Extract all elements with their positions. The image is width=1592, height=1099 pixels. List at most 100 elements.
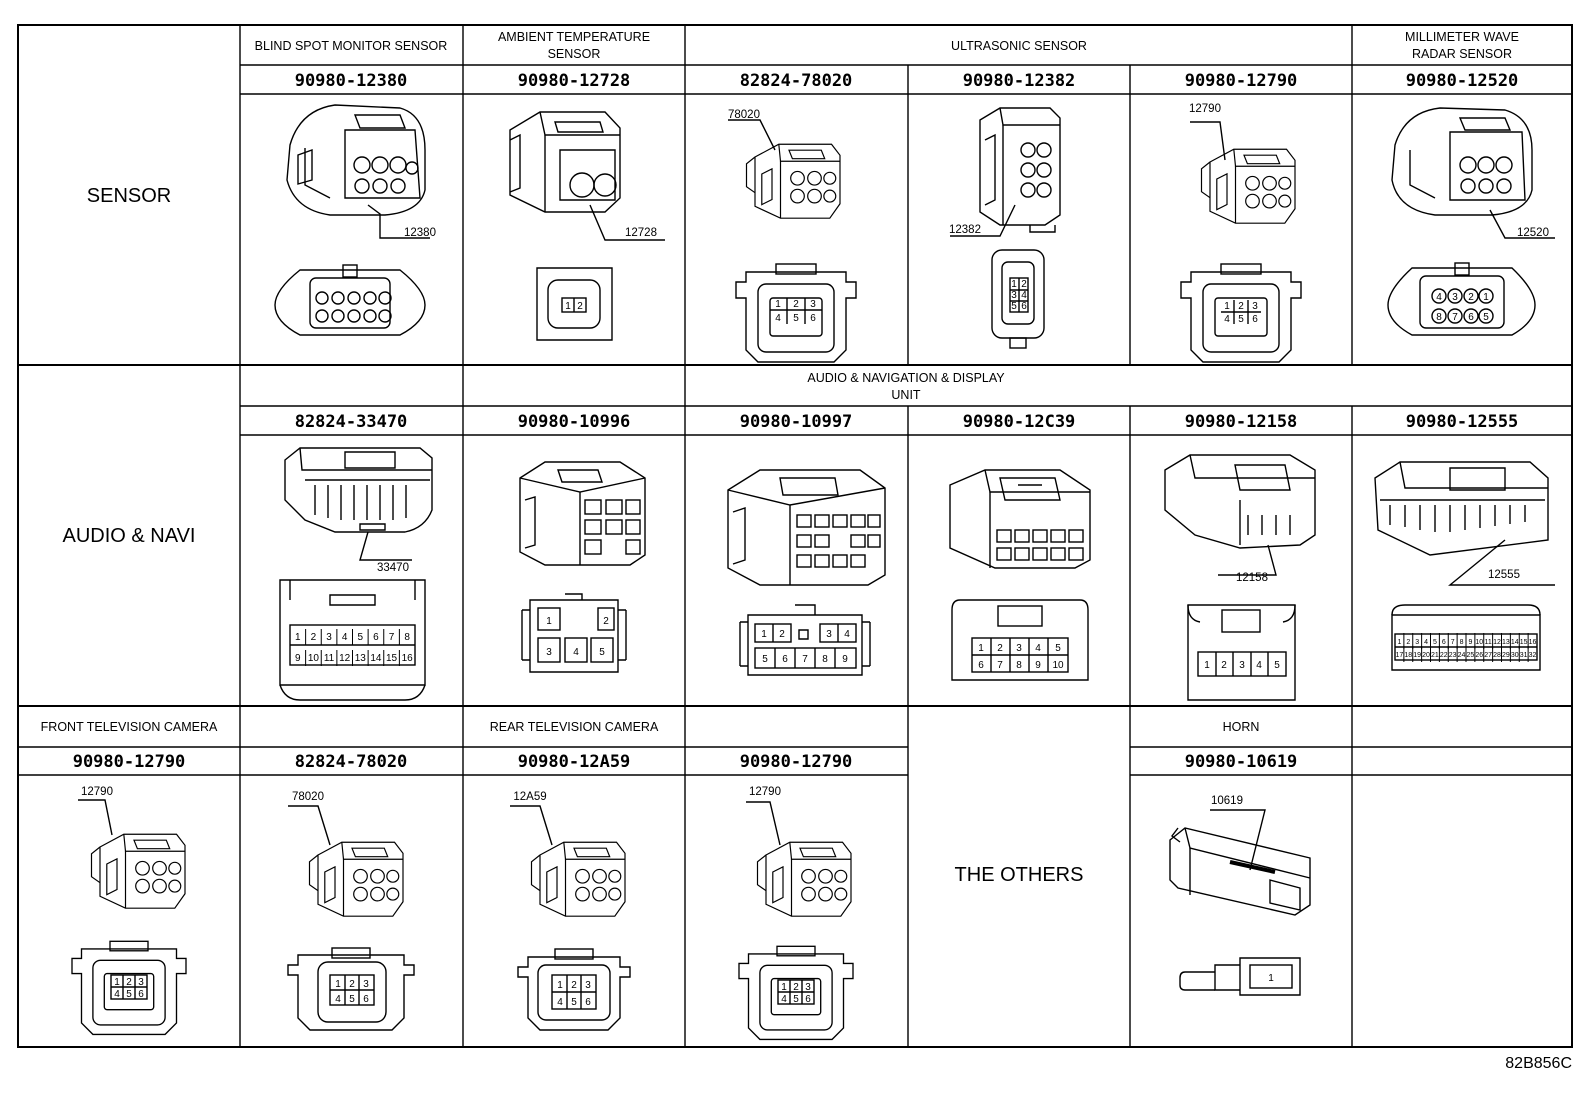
pin-number: 2 <box>126 977 132 988</box>
connector-front-12790-front-camera <box>71 940 187 1036</box>
pin-number: 6 <box>1442 639 1446 646</box>
pin-number: 22 <box>1440 652 1448 659</box>
connector-front-10619 <box>1179 957 1301 996</box>
header-ambient-temperature-line2: SENSOR <box>548 47 601 61</box>
pin-number: 4 <box>573 647 579 658</box>
connector-front-12520 <box>1387 262 1536 336</box>
pin-number: 4 <box>775 313 781 324</box>
pin-number: 5 <box>1238 314 1244 325</box>
callout-label: 12728 <box>625 227 657 239</box>
pin-number: 2 <box>1021 279 1027 290</box>
pin-number: 1 <box>1483 292 1489 303</box>
pin-number: 15 <box>1520 639 1528 646</box>
header-blind-spot-monitor-sensor: BLIND SPOT MONITOR SENSOR <box>255 39 448 53</box>
pin-number: 10 <box>1475 639 1483 646</box>
pin-number: 1 <box>1011 279 1017 290</box>
pin-number: 4 <box>557 997 563 1008</box>
category-the-others: THE OTHERS <box>955 864 1084 886</box>
part-number: 90980-10619 <box>1185 752 1298 772</box>
connector-front-12158 <box>1187 604 1296 701</box>
pin-number: 2 <box>1238 301 1244 312</box>
callout-label: 33470 <box>377 562 409 574</box>
pin-number: 4 <box>335 994 341 1005</box>
part-number: 90980-12C39 <box>963 412 1076 432</box>
table-grid <box>17 24 1573 1048</box>
connector-front-10996 <box>521 593 627 673</box>
connector-iso-12a59-rear-camera <box>510 805 626 917</box>
pin-number: 3 <box>810 299 816 310</box>
connector-iso-12790-rear-camera <box>746 801 852 917</box>
pin-number: 13 <box>1502 639 1510 646</box>
callout-label: 12790 <box>81 786 113 798</box>
part-number: 82824-78020 <box>295 752 408 772</box>
connector-iso-10996 <box>519 461 646 566</box>
category-audio-navi: AUDIO & NAVI <box>63 525 196 547</box>
pin-number: 5 <box>1055 643 1061 654</box>
pin-number: 3 <box>1415 639 1419 646</box>
pin-number: 11 <box>324 653 335 664</box>
connector-iso-12382 <box>950 107 1061 237</box>
pin-number: 3 <box>363 979 369 990</box>
pin-number: 18 <box>1404 652 1412 659</box>
pin-number: 2 <box>603 616 609 627</box>
pin-number: 26 <box>1475 652 1483 659</box>
pin-number: 1 <box>546 616 552 627</box>
pin-number: 27 <box>1484 652 1492 659</box>
pin-number: 11 <box>1485 639 1492 646</box>
pin-number: 16 <box>1529 639 1537 646</box>
pin-number: 4 <box>1256 660 1262 671</box>
pin-number: 1 <box>761 629 767 640</box>
pin-number: 1 <box>557 980 563 991</box>
pin-number: 3 <box>1452 292 1458 303</box>
pin-number: 24 <box>1458 652 1466 659</box>
header-millimeter-wave-line1: MILLIMETER WAVE <box>1405 30 1519 44</box>
callout-label: 12382 <box>949 224 981 236</box>
pin-number: 9 <box>842 654 848 665</box>
pin-number: 3 <box>1239 660 1245 671</box>
callout-label: 12555 <box>1488 569 1520 581</box>
header-rear-television-camera: REAR TELEVISION CAMERA <box>490 720 659 734</box>
header-ambient-temperature-line1: AMBIENT TEMPERATURE <box>498 30 650 44</box>
connector-front-12790-rear-camera <box>738 945 854 1041</box>
pin-number: 6 <box>978 660 984 671</box>
pin-number: 13 <box>355 653 367 664</box>
pin-number: 8 <box>1016 660 1022 671</box>
pin-number: 2 <box>997 643 1003 654</box>
part-number: 90980-10996 <box>518 412 631 432</box>
pin-number: 6 <box>1021 301 1027 312</box>
callout-label: 12520 <box>1517 227 1549 239</box>
connector-front-12728 <box>536 267 613 341</box>
pin-number: 3 <box>546 647 552 658</box>
part-number: 90980-12380 <box>295 71 408 91</box>
pin-number: 5 <box>349 994 355 1005</box>
pin-number: 16 <box>402 653 414 664</box>
part-number: 90980-12A59 <box>518 752 631 772</box>
pin-number: 32 <box>1529 652 1537 659</box>
connector-iso-10997 <box>727 469 886 586</box>
callout-label: 12A59 <box>513 791 546 803</box>
pin-number: 8 <box>404 632 410 643</box>
pin-number: 3 <box>805 982 811 993</box>
connector-front-78020-rear-camera <box>287 947 415 1031</box>
pin-number: 25 <box>1467 652 1475 659</box>
pin-number: 1 <box>1204 660 1210 671</box>
part-number: 82824-33470 <box>295 412 408 432</box>
part-number: 90980-12790 <box>73 752 186 772</box>
pin-number: 2 <box>349 979 355 990</box>
pin-number: 1 <box>295 632 301 643</box>
callout-label: 12790 <box>1189 103 1221 115</box>
connector-iso-12520 <box>1391 107 1555 239</box>
pin-number: 4 <box>114 989 120 1000</box>
connector-front-12a59-rear-camera <box>517 948 631 1031</box>
pin-number: 6 <box>585 997 591 1008</box>
pin-number: 14 <box>370 653 382 664</box>
pin-number: 6 <box>810 313 816 324</box>
pin-number: 12 <box>1493 639 1501 646</box>
connector-iso-12790-r1 <box>1190 121 1296 224</box>
pin-number: 10 <box>308 653 320 664</box>
callout-label: 12158 <box>1236 572 1268 584</box>
part-number: 90980-12790 <box>740 752 853 772</box>
pin-number: 5 <box>571 997 577 1008</box>
pin-number: 4 <box>844 629 850 640</box>
part-number: 90980-12520 <box>1406 71 1519 91</box>
